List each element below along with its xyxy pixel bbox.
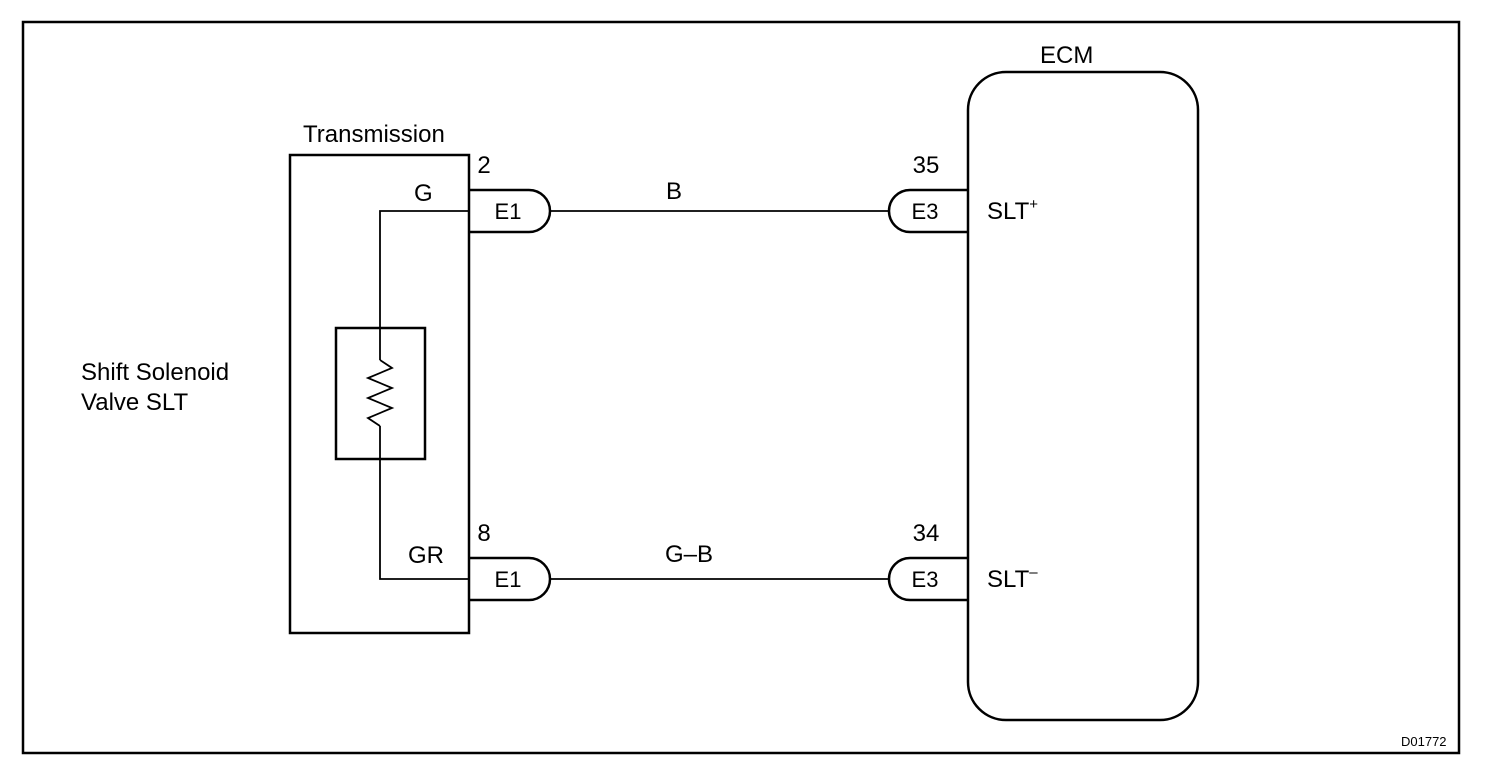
ecm-label: ECM [1040, 42, 1093, 69]
connector-e1-bottom: E1 [470, 556, 552, 602]
internal-wire-bottom [379, 426, 470, 580]
pin-number-2: 2 [477, 152, 490, 179]
ecm-box [966, 70, 1200, 722]
connector-e1-top: E1 [470, 188, 552, 234]
wire-color-g: G [414, 180, 433, 207]
svg-text:E3: E3 [912, 199, 939, 224]
internal-wire-top [379, 210, 470, 360]
svg-text:E3: E3 [912, 567, 939, 592]
solenoid-label-line1: Shift Solenoid [81, 359, 229, 386]
transmission-box [288, 153, 471, 635]
wire-color-b: B [666, 178, 682, 205]
wire-color-g-b: G–B [665, 541, 713, 568]
pin-number-8: 8 [477, 520, 490, 547]
pin-number-34: 34 [913, 520, 940, 547]
wire-color-gr: GR [408, 542, 444, 569]
transmission-label: Transmission [303, 121, 445, 148]
connector-e3-top: E3 [887, 188, 968, 234]
svg-text:E1: E1 [495, 567, 522, 592]
resistor-coil-icon [365, 359, 395, 427]
diagram-id: D01772 [1401, 734, 1447, 749]
pin-number-35: 35 [913, 152, 940, 179]
connector-e3-bottom: E3 [887, 556, 968, 602]
svg-text:E1: E1 [495, 199, 522, 224]
diagram-frame [21, 20, 1461, 755]
terminal-slt-plus: SLT+ [987, 196, 1038, 225]
terminal-slt-minus: SLT– [987, 564, 1038, 593]
solenoid-label-line2: Valve SLT [81, 389, 188, 416]
